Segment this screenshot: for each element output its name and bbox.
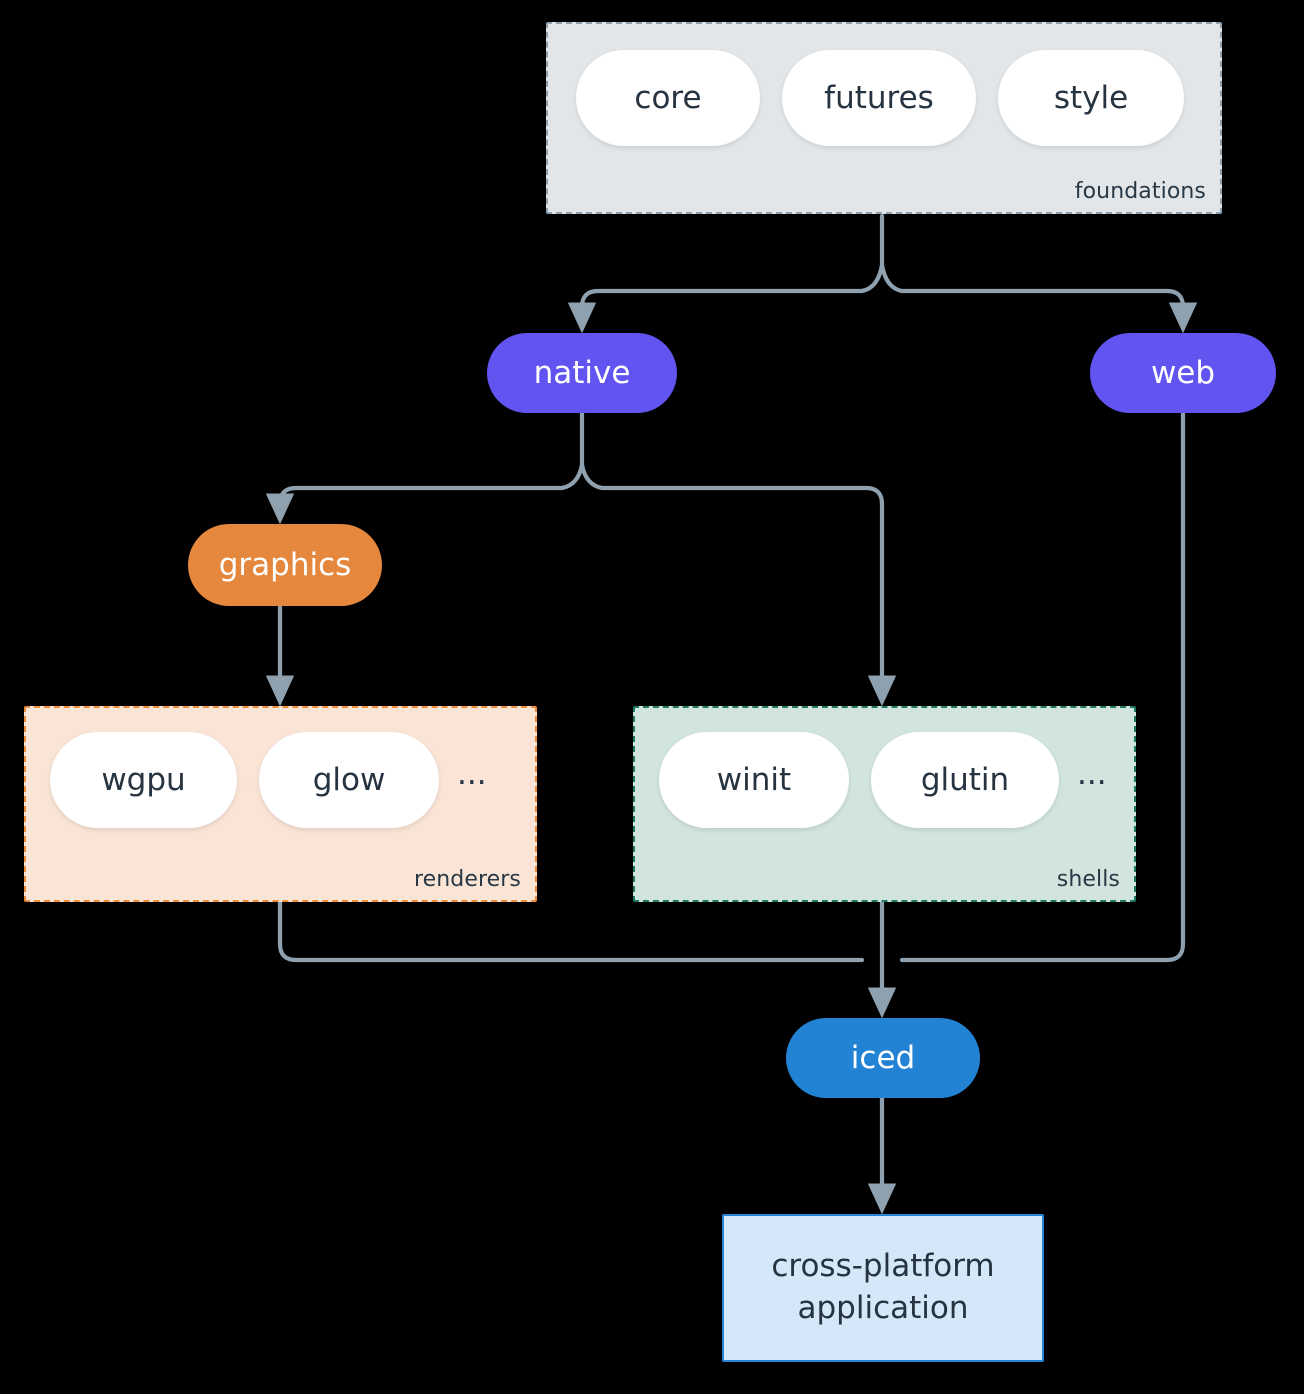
- cluster-renderers-items: wgpu glow ...: [50, 732, 487, 828]
- edge-native-graphics: [265, 462, 585, 525]
- node-glow[interactable]: glow: [259, 732, 439, 828]
- cluster-shells: winit glutin ... shells: [633, 706, 1136, 902]
- shells-ellipsis: ...: [1077, 755, 1107, 792]
- node-web[interactable]: web: [1090, 333, 1276, 413]
- cluster-foundations-items: core futures style: [576, 50, 1184, 146]
- cluster-foundations-label: foundations: [1074, 179, 1206, 204]
- edge-native-shells: [579, 462, 897, 707]
- node-iced[interactable]: iced: [786, 1018, 980, 1098]
- node-style[interactable]: style: [998, 50, 1184, 146]
- node-wgpu[interactable]: wgpu: [50, 732, 237, 828]
- cluster-shells-items: winit glutin ...: [659, 732, 1107, 828]
- cluster-renderers-label: renderers: [413, 867, 521, 892]
- application-line-2: application: [797, 1290, 969, 1326]
- node-native[interactable]: native: [487, 333, 677, 413]
- edge-foundations-native: [567, 262, 885, 334]
- node-graphics[interactable]: graphics: [188, 524, 382, 606]
- edge-foundations-web: [879, 262, 1198, 334]
- cluster-shells-label: shells: [1056, 867, 1120, 892]
- renderers-ellipsis: ...: [457, 755, 487, 792]
- cluster-foundations: core futures style foundations: [546, 22, 1222, 214]
- cluster-renderers: wgpu glow ... renderers: [24, 706, 537, 902]
- node-winit[interactable]: winit: [659, 732, 849, 828]
- node-cross-platform-application[interactable]: cross-platform application: [722, 1214, 1044, 1362]
- edge-renderers-iced: [277, 899, 865, 963]
- node-futures[interactable]: futures: [782, 50, 976, 146]
- node-glutin[interactable]: glutin: [871, 732, 1059, 828]
- application-line-1: cross-platform: [771, 1248, 995, 1285]
- node-core[interactable]: core: [576, 50, 760, 146]
